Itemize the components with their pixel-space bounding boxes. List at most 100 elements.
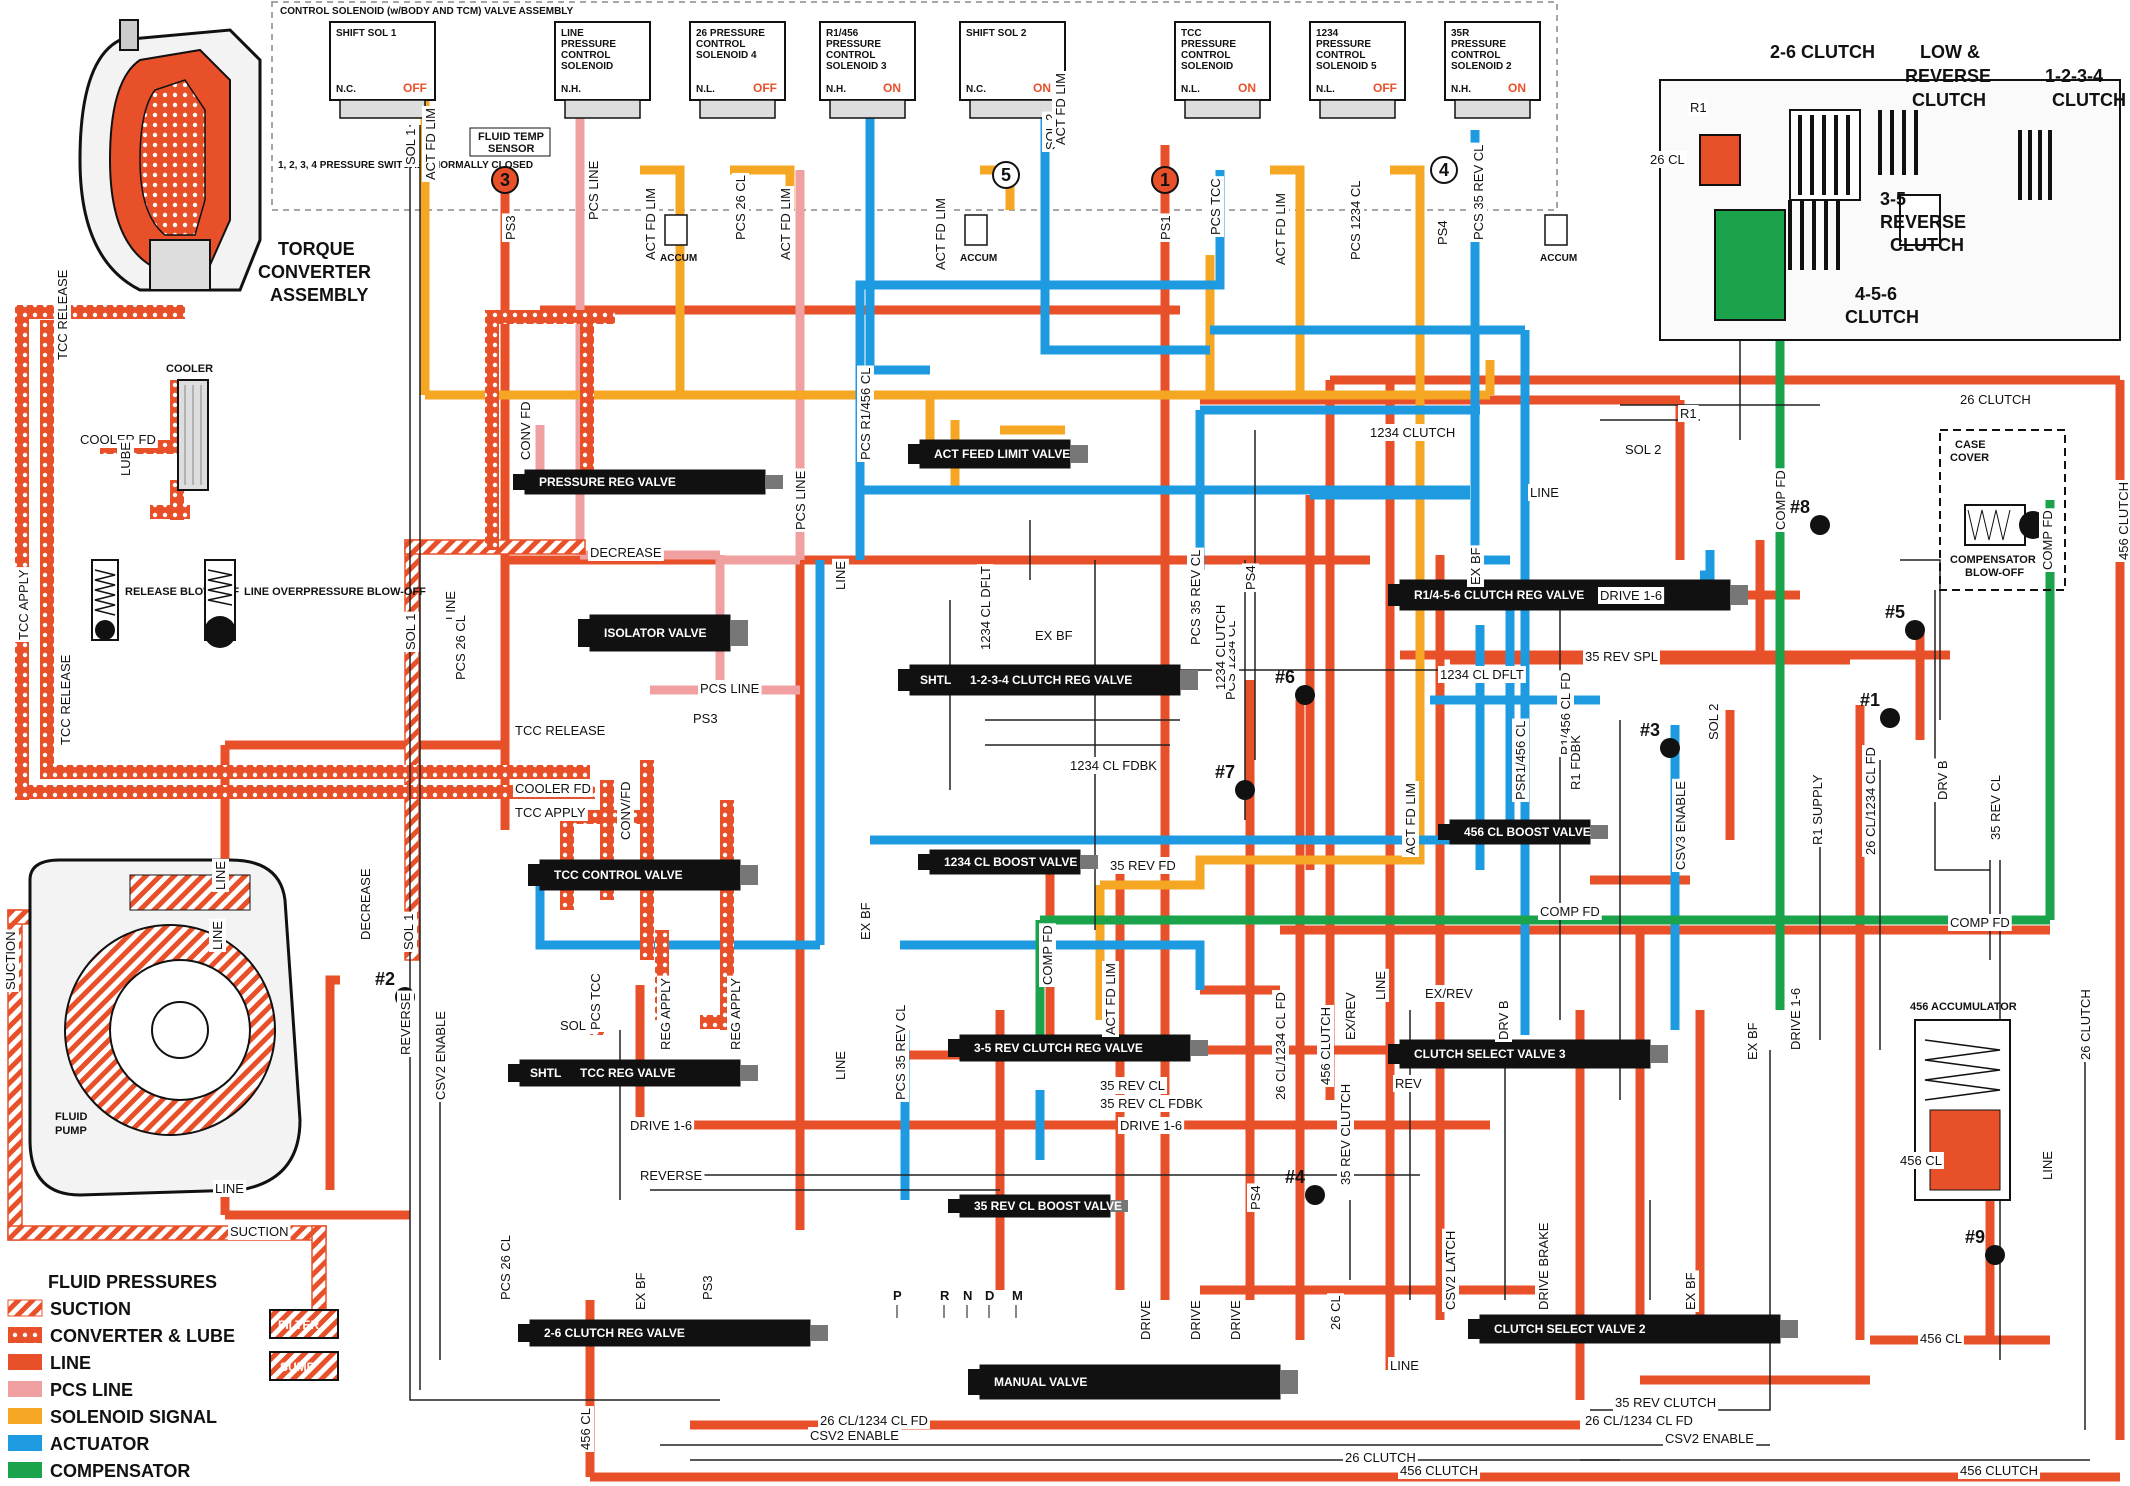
- passage-label-bg: [209, 918, 226, 952]
- passage-label-bg: [1108, 857, 1178, 874]
- accum: ACCUM: [1540, 214, 1577, 264]
- passage-label-bg: [2039, 508, 2056, 572]
- checkball-label: #9: [1965, 1227, 1985, 1247]
- passage-label-bg: [1402, 781, 1419, 857]
- solenoid-name: PRESSURE: [1181, 39, 1236, 50]
- passage-label-bg: [832, 1048, 849, 1082]
- passage-label-bg: [617, 779, 634, 842]
- passage-label: ACT FD LIM: [423, 108, 438, 180]
- passage-label-bg: [502, 213, 519, 242]
- passage-label: SOL 2: [1706, 704, 1721, 740]
- clutch-456-label: 4-5-6: [1855, 284, 1897, 304]
- passage-label-bg: [54, 267, 71, 362]
- passage-label: PCS LINE: [793, 470, 808, 530]
- legend-actuator: ACTUATOR: [50, 1434, 149, 1454]
- pressure-switch-5: 5: [992, 161, 1020, 189]
- passage-label: TCC RELEASE: [58, 654, 73, 745]
- passage-label-bg: [832, 558, 849, 592]
- solenoid-name: SOLENOID 5: [1316, 61, 1377, 72]
- passage-label-bg: [1423, 985, 1476, 1002]
- cooler: COOLER: [166, 363, 213, 491]
- passage-label: TCC APPLY: [515, 805, 586, 820]
- valve-act-feed-limit[interactable]: ACT FEED LIMIT VALVE: [908, 439, 1088, 469]
- valve-boost-1234[interactable]: 1234 CL BOOST VALVE: [918, 849, 1098, 875]
- passage-label: CONV FD: [518, 402, 533, 461]
- gear-label: D: [985, 1288, 994, 1303]
- solenoid-name: SOLENOID 2: [1451, 61, 1512, 72]
- case-cover: CASE COVER COMPENSATOR BLOW-OFF: [1939, 429, 2066, 591]
- passage-label-bg: [513, 780, 593, 797]
- solenoid-name: CONTROL: [1451, 50, 1500, 61]
- passage-label: PCS R1/456 CL: [858, 368, 873, 461]
- passage-label: DRIVE 1-6: [630, 1118, 692, 1133]
- passage-label-bg: [1787, 985, 1804, 1052]
- passage-label: PCS 26 CL: [498, 1235, 513, 1300]
- compensator-blowoff-label2: BLOW-OFF: [1965, 567, 2024, 579]
- valve-pressure-reg[interactable]: PRESSURE REG VALVE: [513, 469, 783, 495]
- passage-label-bg: [1470, 142, 1487, 242]
- passage-label: TCC RELEASE: [55, 269, 70, 360]
- passage-label: 26 CL: [1650, 152, 1685, 167]
- passage-label-bg: [78, 431, 158, 448]
- checkball-6: #6: [1275, 667, 1315, 705]
- valve-reg-26[interactable]: 2-6 CLUTCH REG VALVE: [518, 1319, 828, 1347]
- passage-label-bg: [1442, 1228, 1459, 1312]
- case-cover-label2: COVER: [1950, 452, 1989, 464]
- passage-label-bg: [1744, 1020, 1761, 1062]
- clutch-35r-label: 3-5: [1880, 189, 1906, 209]
- passage-label-bg: [1372, 968, 1389, 1002]
- passage-label-bg: [2039, 1148, 2056, 1182]
- passage-label-bg: [1187, 1297, 1204, 1342]
- passage-label: 456 CL: [1920, 1331, 1962, 1346]
- passage-label-bg: [1958, 391, 2033, 408]
- passage-label-bg: [818, 1412, 930, 1429]
- valve-reg-35rev[interactable]: 3-5 REV CLUTCH REG VALVE: [948, 1034, 1208, 1062]
- solenoid-5: SHIFT SOL 2N.C.ON: [959, 21, 1066, 119]
- valve-boost-35rev[interactable]: 35 REV CL BOOST VALVE: [948, 1194, 1128, 1218]
- valve-isolator[interactable]: ISOLATOR VALVE: [578, 614, 748, 652]
- checkball-label: #8: [1790, 497, 1810, 517]
- valve-clutch-select-3[interactable]: CLUTCH SELECT VALVE 3: [1388, 1039, 1668, 1069]
- valve-manual[interactable]: MANUAL VALVE: [968, 1364, 1298, 1400]
- pressure-switch-4: 4: [1430, 156, 1458, 184]
- sump-label: SUMP: [280, 1360, 315, 1374]
- passage-label: PS1: [1158, 215, 1173, 240]
- checkball-label: #1: [1860, 690, 1880, 710]
- passage-label-bg: [1052, 71, 1069, 147]
- legend-suction: SUCTION: [50, 1299, 131, 1319]
- valve-boost-456[interactable]: 456 CL BOOST VALVE: [1438, 819, 1608, 845]
- passage-label-bg: [1137, 1297, 1154, 1342]
- valve-label: 3-5 REV CLUTCH REG VALVE: [974, 1041, 1143, 1055]
- passage-label-bg: [577, 1406, 594, 1452]
- low-reverse-label: LOW &: [1920, 42, 1980, 62]
- valve-clutch-select-2[interactable]: CLUTCH SELECT VALVE 2: [1468, 1314, 1798, 1344]
- passage-label: PCS LINE: [586, 160, 601, 220]
- checkball-1: #1: [1860, 690, 1900, 728]
- valve-reg-r1456[interactable]: R1/4-5-6 CLUTCH REG VALVE: [1388, 579, 1748, 611]
- passage-label-bg: [1247, 1183, 1264, 1212]
- passage-label-bg: [213, 1180, 247, 1197]
- passage-label-bg: [402, 126, 419, 167]
- passage-label: R1 FDBK: [1568, 735, 1583, 790]
- valve-tcc-control[interactable]: TCC CONTROL VALVE: [528, 859, 758, 891]
- checkball-7: #7: [1215, 762, 1255, 800]
- torque-converter-label: TORQUE: [278, 239, 355, 259]
- solenoid-assembly-box: [271, 1, 1558, 211]
- solenoid-type: N.L.: [1181, 84, 1200, 95]
- solenoid-name: 35R: [1451, 28, 1470, 39]
- valve-label: 2-6 CLUTCH REG VALVE: [544, 1326, 685, 1340]
- filter-label: FILTER: [278, 1318, 319, 1332]
- passage-label: EX BF: [1683, 1272, 1698, 1310]
- valve-label: ISOLATOR VALVE: [604, 626, 706, 640]
- passage-label-bg: [1342, 989, 1359, 1042]
- passage-label-bg: [402, 611, 419, 652]
- passage-label-bg: [1934, 758, 1951, 802]
- solenoid-type: N.L.: [1316, 84, 1335, 95]
- passage-label-bg: [1538, 903, 1602, 920]
- line-overpressure-label: LINE OVERPRESSURE BLOW-OFF: [244, 586, 426, 598]
- passage-label: 26 CL/1234 CL FD: [820, 1413, 928, 1428]
